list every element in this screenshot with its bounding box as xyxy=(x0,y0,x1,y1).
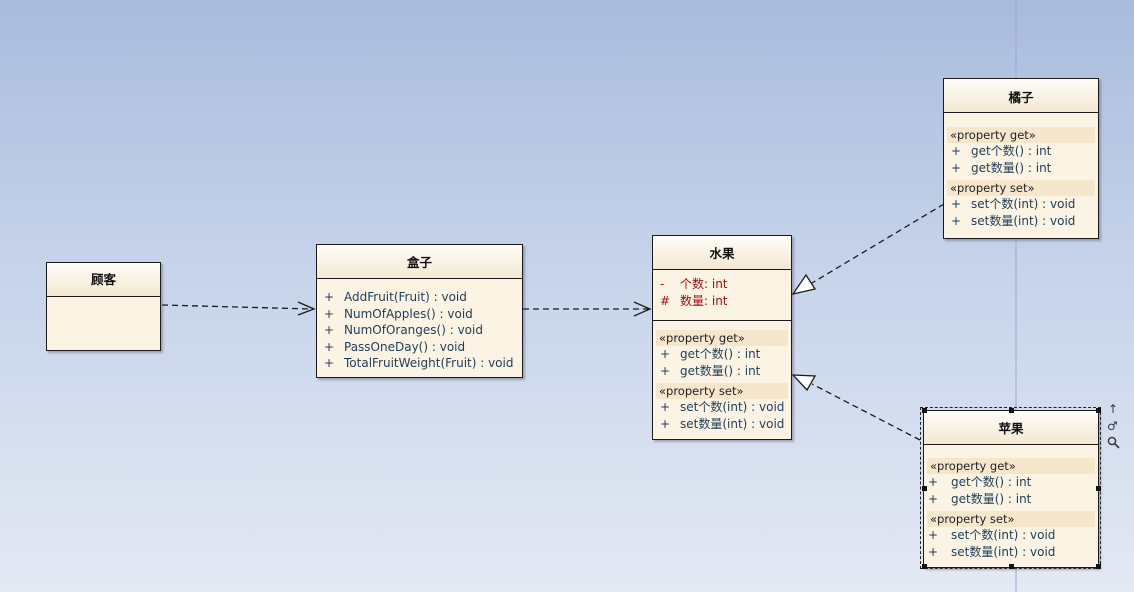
resize-handle-top[interactable] xyxy=(1009,408,1014,413)
resize-handle-top-right[interactable] xyxy=(1096,408,1101,413)
resize-handle-top-left[interactable] xyxy=(922,408,927,413)
class-name: 苹果 xyxy=(924,411,1098,445)
resize-handle-bottom[interactable] xyxy=(1009,564,1014,569)
stereotype-property-set: «property set» xyxy=(656,383,788,399)
stereotype-property-set: «property set» xyxy=(927,511,1095,527)
link-icon[interactable]: ♂ xyxy=(1107,419,1118,433)
resize-handle-bottom-right[interactable] xyxy=(1096,564,1101,569)
operations-section: «property get» +get个数() : int +get数量() :… xyxy=(653,321,791,435)
attributes-section: -个数: int #数量: int xyxy=(653,270,791,321)
operation-row[interactable]: +NumOfOranges() : void xyxy=(324,323,483,337)
operations-section: «property get» +get个数() : int +get数量() :… xyxy=(924,445,1098,563)
class-customer[interactable]: 顾客 xyxy=(46,262,161,351)
class-orange[interactable]: 橘子 «property get» +get个数() : int +get数量(… xyxy=(943,78,1099,239)
operation-row[interactable]: +AddFruit(Fruit) : void xyxy=(324,290,467,304)
resize-handle-bottom-left[interactable] xyxy=(922,564,927,569)
generalization-orange-fruit[interactable] xyxy=(791,203,945,296)
stereotype-property-set: «property set» xyxy=(947,180,1095,196)
zoom-icon[interactable] xyxy=(1107,436,1120,452)
stereotype-property-get: «property get» xyxy=(656,330,788,346)
class-name: 橘子 xyxy=(944,79,1098,113)
class-name: 水果 xyxy=(653,236,791,270)
operation-row[interactable]: +TotalFruitWeight(Fruit) : void xyxy=(324,356,514,370)
resize-handle-right[interactable] xyxy=(1096,486,1101,491)
resize-handle-left[interactable] xyxy=(922,486,927,491)
operation-row[interactable]: +get数量() : int xyxy=(928,491,1032,506)
operation-row[interactable]: +set个数(int) : void xyxy=(660,400,785,414)
operation-row[interactable]: +get个数() : int xyxy=(928,475,1032,489)
class-box[interactable]: 盒子 +AddFruit(Fruit) : void +NumOfApples(… xyxy=(316,244,523,378)
operation-row[interactable]: +set数量(int) : void xyxy=(928,544,1056,559)
class-fruit[interactable]: 水果 -个数: int #数量: int «property get» +get… xyxy=(652,235,792,440)
operations-section: +AddFruit(Fruit) : void +NumOfApples() :… xyxy=(317,279,522,375)
operation-row[interactable]: +set数量(int) : void xyxy=(660,416,785,431)
stereotype-property-get: «property get» xyxy=(927,458,1095,474)
dependency-customer-box[interactable] xyxy=(161,301,316,316)
operation-row[interactable]: +NumOfApples() : void xyxy=(324,306,473,321)
operations-section: «property get» +get个数() : int +get数量() :… xyxy=(944,113,1098,232)
operation-row[interactable]: +get个数() : int xyxy=(951,144,1052,158)
class-apple[interactable]: 苹果 «property get» +get个数() : int +get数量(… xyxy=(923,410,1099,568)
operation-row[interactable]: +PassOneDay() : void xyxy=(324,339,466,354)
operation-row[interactable]: +set个数(int) : void xyxy=(928,528,1056,542)
operation-row[interactable]: +get数量() : int xyxy=(660,363,761,378)
arrow-up-icon[interactable]: ↑ xyxy=(1108,402,1119,416)
operation-row[interactable]: +get个数() : int xyxy=(660,347,761,361)
operation-row[interactable]: +set个数(int) : void xyxy=(951,197,1076,211)
attribute-row[interactable]: -个数: int xyxy=(660,277,728,291)
dependency-box-fruit[interactable] xyxy=(523,301,652,317)
generalization-apple-fruit[interactable] xyxy=(791,374,921,441)
operation-row[interactable]: +get数量() : int xyxy=(951,160,1052,175)
operation-row[interactable]: +set数量(int) : void xyxy=(951,213,1076,228)
attribute-row[interactable]: #数量: int xyxy=(660,293,728,308)
stereotype-property-get: «property get» xyxy=(947,127,1095,143)
class-name: 盒子 xyxy=(317,245,522,279)
class-name: 顾客 xyxy=(47,263,160,297)
